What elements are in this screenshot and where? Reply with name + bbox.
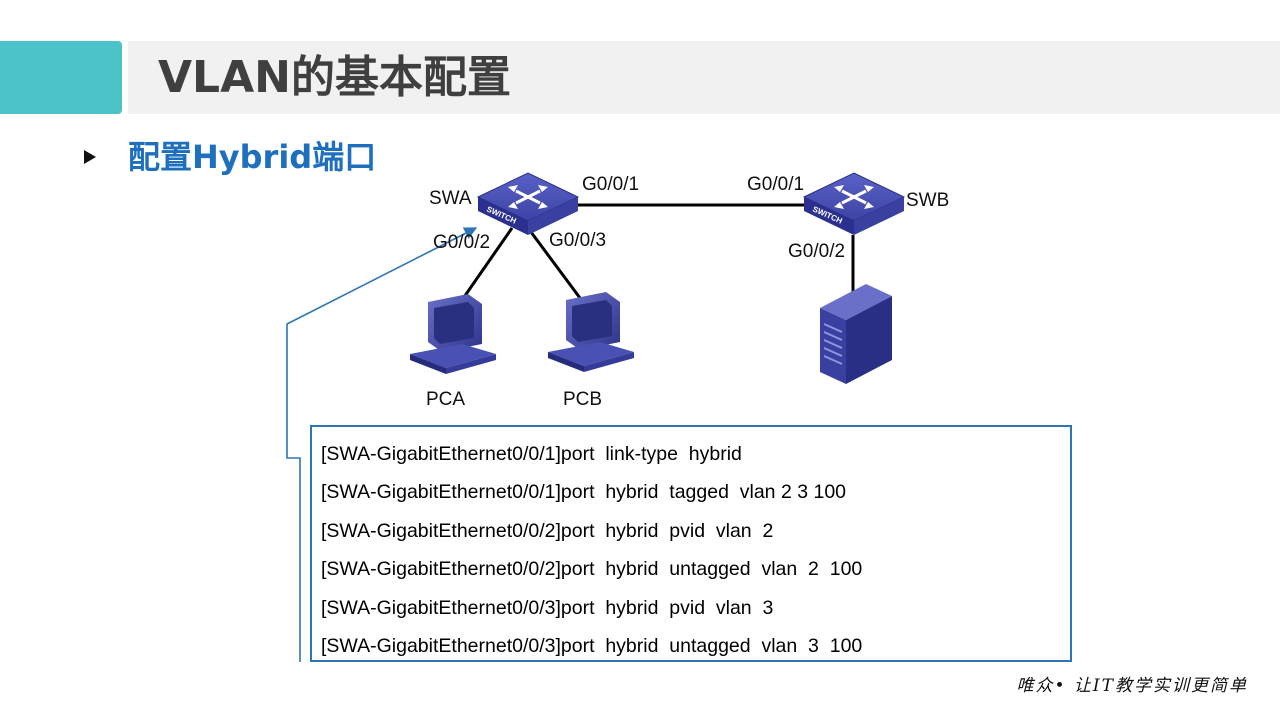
server-icon <box>820 284 892 384</box>
link-swa-pcb <box>526 227 582 299</box>
pca-label: PCA <box>426 389 465 410</box>
config-line: [SWA-GigabitEthernet0/0/3]port hybrid un… <box>321 634 863 657</box>
footer-slogan: 唯众• 让IT教学实训更简单 <box>1016 676 1248 696</box>
swa-uplink-port-label: G0/0/1 <box>582 174 639 195</box>
title-bar <box>128 41 1280 114</box>
config-line: [SWA-GigabitEthernet0/0/1]port link-type… <box>321 443 742 465</box>
switch-swa-icon: SWITCH <box>476 172 580 235</box>
config-line: [SWA-GigabitEthernet0/0/1]port hybrid ta… <box>321 481 847 504</box>
swb-server-port-label: G0/0/2 <box>788 241 845 262</box>
config-line: [SWA-GigabitEthernet0/0/2]port hybrid pv… <box>321 519 774 542</box>
config-line: [SWA-GigabitEthernet0/0/2]port hybrid un… <box>321 558 863 581</box>
swb-label: SWB <box>906 190 949 211</box>
callout-arrow <box>286 227 478 662</box>
pca-computer-icon <box>410 294 496 374</box>
config-line: [SWA-GigabitEthernet0/0/3]port hybrid pv… <box>321 596 774 619</box>
title-accent-block <box>0 41 122 114</box>
pcb-label: PCB <box>563 389 602 410</box>
swa-pca-port-label: G0/0/2 <box>433 232 490 253</box>
swa-label: SWA <box>429 188 472 209</box>
link-swa-pca <box>460 227 514 301</box>
swb-uplink-port-label: G0/0/1 <box>747 174 804 195</box>
page-title: VLAN的基本配置 <box>158 52 511 103</box>
config-command-box: [SWA-GigabitEthernet0/0/1]port link-type… <box>310 425 1072 662</box>
switch-swb-icon: SWITCH <box>802 172 906 235</box>
swa-pcb-port-label: G0/0/3 <box>549 230 606 251</box>
section-heading: 配置Hybrid端口 <box>128 138 377 176</box>
bullet-triangle-icon <box>84 150 96 164</box>
pcb-computer-icon <box>548 292 634 372</box>
